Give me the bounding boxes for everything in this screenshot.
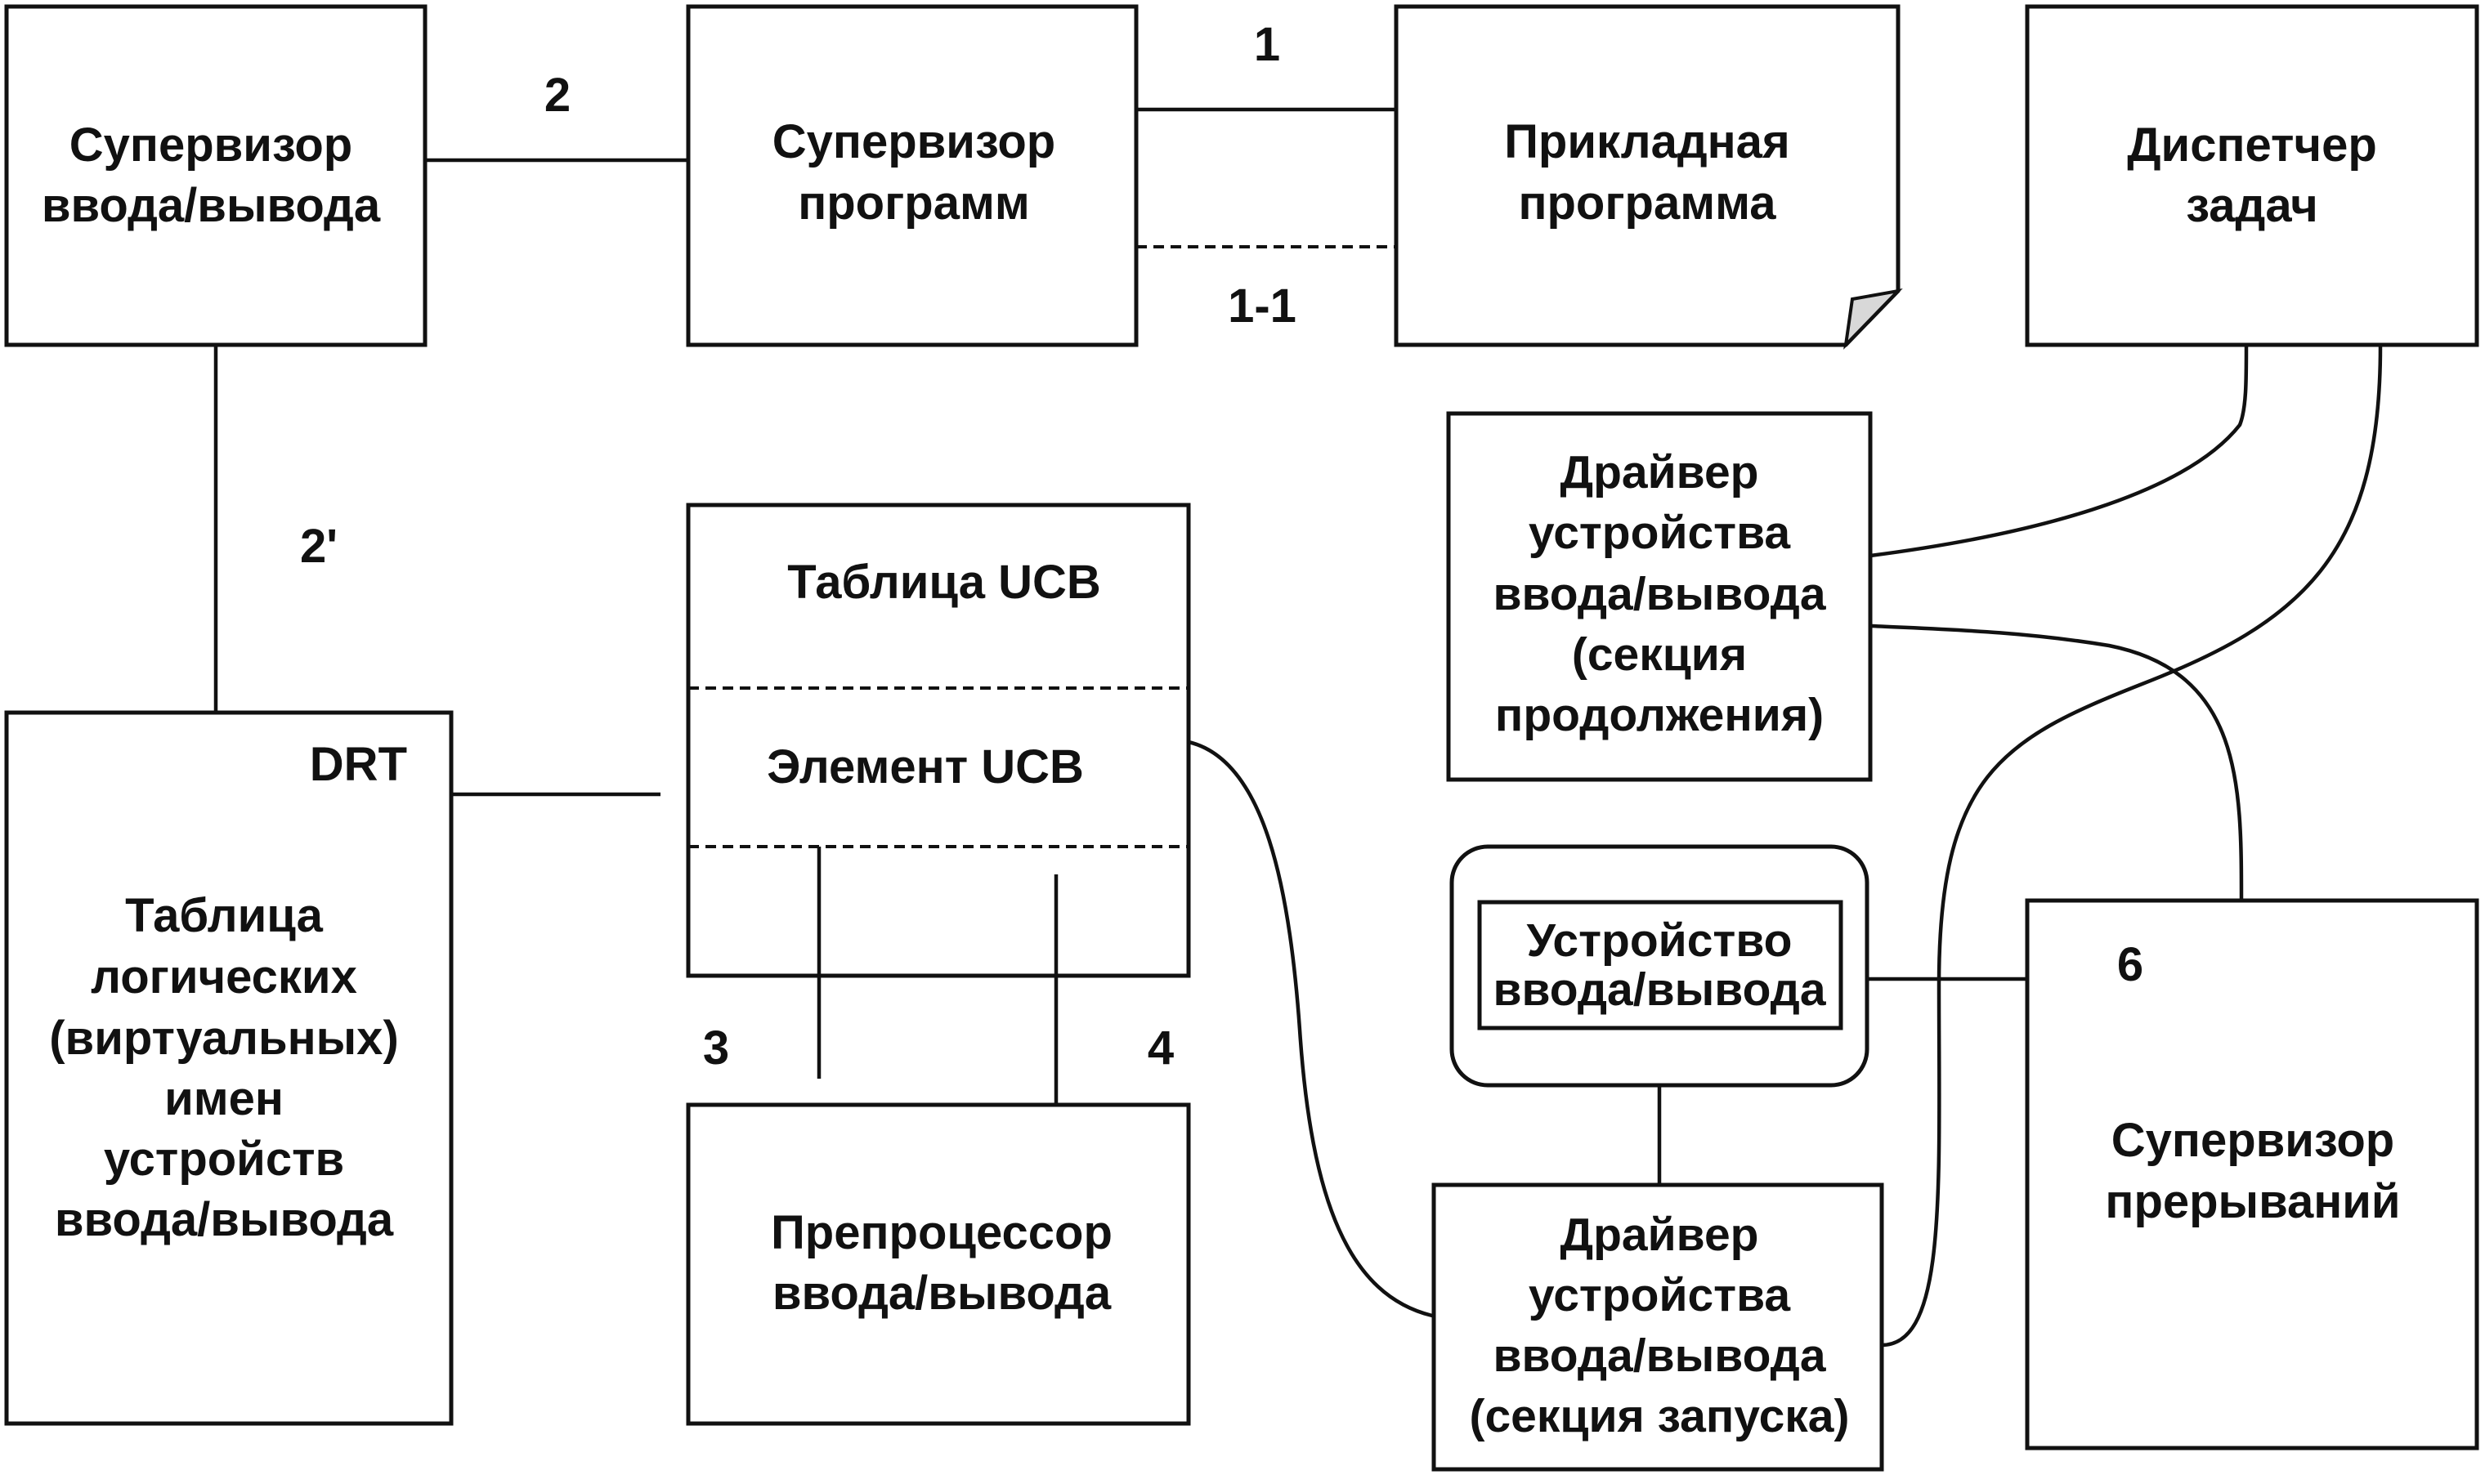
arrow-driver-cont-to-dispatcher: [1869, 346, 2249, 558]
drt-tag: DRT: [310, 738, 407, 791]
ucb-table-title: Таблица UCB: [787, 556, 1101, 609]
io-device-block: Устройство ввода/вывода: [1449, 844, 1869, 1088]
driver-start-line-3: ввода/вывода: [1493, 1330, 1826, 1382]
arrow-ucb-to-driver-start: [1188, 740, 1433, 1318]
io-preprocessor-block: Препроцессор ввода/вывода: [686, 1102, 1191, 1426]
arrow-driver-start-to-dispatcher: [1881, 346, 2383, 1348]
page-fold-icon: [1843, 288, 1903, 350]
application-program-block: Прикладная программа: [1394, 4, 1903, 350]
step-label-3: 3: [703, 1021, 729, 1075]
step-label-2: 2: [544, 69, 571, 122]
interrupt-supervisor-tag: 6: [2117, 938, 2143, 991]
driver-cont-line-3: ввода/вывода: [1493, 568, 1826, 620]
driver-continuation-block: Драйвер устройства ввода/вывода (секция …: [1446, 411, 1873, 782]
task-dispatcher-line-2: задач: [2186, 179, 2318, 232]
drt-line-4: имен: [164, 1072, 284, 1125]
driver-cont-line-5: продолжения): [1495, 689, 1824, 741]
interrupt-supervisor-line-2: прерываний: [2105, 1175, 2400, 1228]
step-label-1: 1: [1254, 18, 1280, 71]
arrow-interrupt-to-driver-cont: [1871, 624, 2244, 901]
driver-start-line-4: (секция запуска): [1470, 1390, 1850, 1442]
step-label-1-1: 1-1: [1228, 279, 1296, 333]
drt-line-6: ввода/вывода: [55, 1193, 394, 1246]
step-labels: 1 1-1 2 2' 3 4: [300, 18, 1296, 1075]
driver-cont-line-1: Драйвер: [1560, 446, 1759, 498]
preprocessor-line-2: ввода/вывода: [772, 1267, 1112, 1320]
drt-line-3: (виртуальных): [49, 1012, 399, 1065]
driver-cont-line-4: (секция: [1572, 628, 1747, 681]
io-device-line-2: ввода/вывода: [1493, 963, 1826, 1016]
io-supervisor-block: Супервизор ввода/вывода: [4, 4, 428, 347]
io-device-line-1: Устройство: [1527, 914, 1793, 967]
ucb-table-block: Таблица UCB Элемент UCB: [686, 503, 1191, 978]
task-dispatcher-block: Диспетчер задач: [2025, 4, 2479, 347]
preprocessor-line-1: Препроцессор: [771, 1206, 1113, 1259]
application-line-2: программа: [1518, 177, 1776, 230]
step-label-4: 4: [1148, 1021, 1174, 1075]
io-supervisor-line-2: ввода/вывода: [42, 179, 381, 232]
drt-line-2: логических: [91, 950, 357, 1003]
connectors: [213, 107, 2383, 1348]
drt-line-1: Таблица: [125, 889, 323, 942]
driver-start-line-2: устройства: [1529, 1269, 1791, 1321]
drt-line-5: устройств: [104, 1133, 344, 1186]
step-label-2-prime: 2': [300, 520, 338, 573]
interrupt-supervisor-line-1: Супервизор: [2111, 1114, 2394, 1167]
application-line-1: Прикладная: [1504, 115, 1790, 168]
drt-block: DRT Таблица логических (виртуальных) име…: [4, 710, 454, 1426]
driver-start-line-1: Драйвер: [1560, 1209, 1759, 1261]
program-supervisor-line-2: программ: [798, 177, 1030, 230]
driver-cont-line-2: устройства: [1529, 507, 1791, 559]
io-supervisor-line-1: Супервизор: [69, 118, 352, 172]
interrupt-supervisor-block: 6 Супервизор прерываний: [2025, 898, 2479, 1450]
task-dispatcher-line-1: Диспетчер: [2127, 118, 2377, 172]
ucb-element-label: Элемент UCB: [767, 740, 1084, 793]
driver-start-block: Драйвер устройства ввода/вывода (секция …: [1431, 1182, 1884, 1472]
program-supervisor-block: Супервизор программ: [686, 4, 1139, 347]
program-supervisor-line-1: Супервизор: [772, 115, 1055, 168]
